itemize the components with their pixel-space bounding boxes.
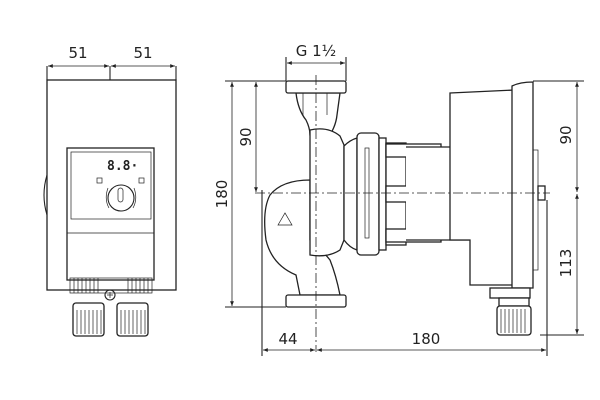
dim-inlet-offset: 44 (278, 330, 297, 348)
control-panel (70, 151, 152, 220)
pump-chamber (309, 128, 345, 257)
cable-gland-right (116, 302, 149, 337)
dim-installation-length: 180 (412, 330, 441, 348)
terminal-box-side (489, 287, 531, 299)
terminal-ribs (69, 277, 153, 294)
dim-upper-half-height: 90 (237, 127, 255, 146)
screw-icon (104, 289, 116, 301)
dim-thread-size: G 1½ (296, 42, 336, 60)
coupling-nut (356, 132, 380, 256)
cable-gland-side (496, 305, 532, 336)
mode-icon-right (138, 177, 145, 184)
display-readout: 8.8· (107, 159, 138, 174)
dim-width-right: 51 (133, 44, 152, 62)
dim-head-upper: 90 (557, 125, 575, 144)
control-module (66, 147, 155, 281)
mode-icon-left (96, 177, 103, 184)
side-view: G 1½ 180 90 90 113 44 180 (213, 42, 584, 356)
control-knob (107, 184, 135, 212)
clamp-ring (378, 137, 387, 251)
front-view: 51 51 8.8· (43, 44, 177, 337)
dim-head-lower: 113 (557, 249, 575, 278)
dim-width-left: 51 (68, 44, 87, 62)
flow-direction-icon (277, 212, 293, 226)
motor-head-cover (511, 81, 534, 289)
dim-total-height: 180 (213, 180, 231, 209)
volute-casing (264, 179, 341, 296)
knob-indicator (117, 187, 124, 203)
cable-gland-left (72, 302, 105, 337)
motor-head-rear (449, 89, 516, 286)
